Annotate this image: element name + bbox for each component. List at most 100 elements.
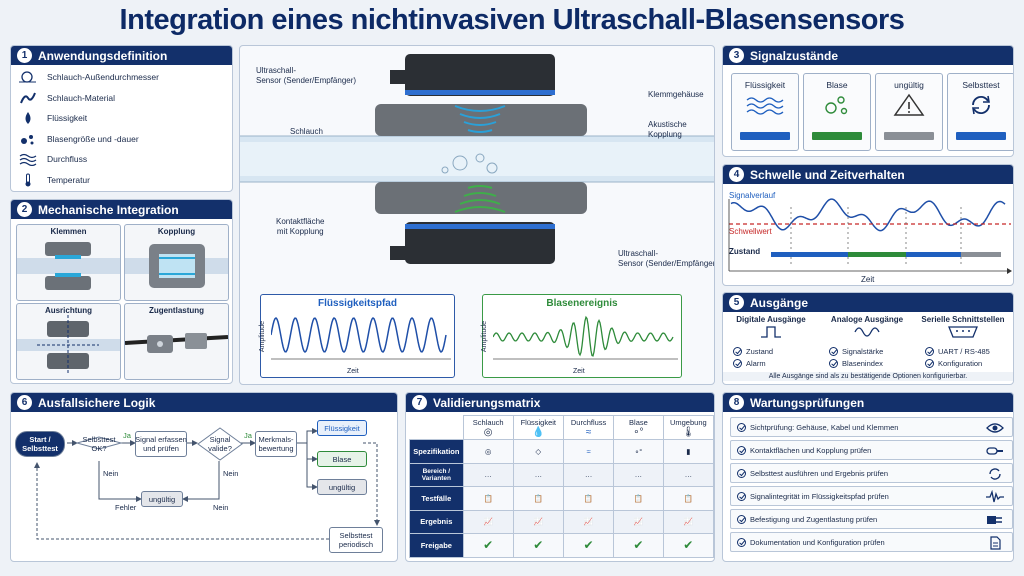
- item-label: Sichtprüfung: Gehäuse, Kabel und Klemmen: [750, 422, 899, 432]
- flow-start: Start / Selbsttest: [15, 431, 65, 457]
- row-header: Freigabe: [409, 533, 464, 558]
- page-title: Integration eines nichtinvasiven Ultrasc…: [119, 4, 905, 36]
- row-header: Ergebnis: [409, 509, 464, 534]
- plot-title: Flüssigkeitspfad: [318, 298, 397, 309]
- flow-selftest-ok: Selbsttest OK?: [82, 435, 116, 453]
- trend-chart-icon: 📈: [613, 509, 664, 534]
- state-card-selftest: Selbsttest: [947, 73, 1013, 151]
- step-number: 8: [729, 395, 744, 410]
- table-cell: …: [662, 462, 714, 487]
- tile-label: Zugentlastung: [148, 306, 205, 315]
- output-title: Digitale Ausgänge: [736, 315, 806, 324]
- thermometer-icon: 🌡: [681, 426, 695, 438]
- checklist-item: Dokumentation und Konfiguration prüfen: [730, 532, 1013, 552]
- tile-strain-relief: Zugentlastung: [124, 303, 229, 380]
- strain-relief-illustration: [124, 333, 229, 353]
- output-item: Blasenindex: [819, 357, 915, 369]
- state-label: Blase: [826, 80, 848, 90]
- droplet-icon: [25, 112, 31, 125]
- table-row: Spezifikation ◎◇≈∘°▮: [409, 439, 714, 464]
- check-icon: [829, 346, 838, 356]
- state-label: Zustand: [729, 247, 761, 256]
- threshold-label: Schwellwert: [729, 227, 772, 236]
- check-icon: [733, 358, 742, 368]
- step-number: 1: [17, 48, 32, 63]
- label-nein: Nein: [223, 469, 239, 478]
- output-item: UART / RS-485: [915, 345, 1011, 357]
- clipboard-icon: 📋: [662, 486, 714, 511]
- panel-title: Ausgänge: [750, 295, 809, 310]
- callout-tube: Schlauch: [290, 127, 323, 136]
- check-circle-icon: ✔: [562, 533, 615, 558]
- panel-title: Wartungsprüfungen: [750, 395, 865, 410]
- refresh-icon: [989, 468, 1001, 480]
- flow-invalid-box: ungültig: [141, 491, 183, 507]
- item-label: Signalintegrität im Flüssigkeitspfad prü…: [750, 491, 889, 501]
- droplet-icon: 💧: [532, 426, 545, 438]
- thermometer-icon: [25, 173, 31, 187]
- clipboard-icon: 📋: [512, 486, 564, 511]
- list-item: Flüssigkeit: [11, 108, 232, 129]
- callout-sensor-top: Ultraschall- Sensor (Sender/Empfänger): [256, 66, 357, 85]
- flow-out-liquid: Flüssigkeit: [317, 420, 367, 436]
- output-item: Konfiguration: [915, 357, 1011, 369]
- checklist-item: Befestigung und Zugentlastung prüfen: [730, 509, 1013, 529]
- tile-alignment: Ausrichtung: [16, 303, 121, 380]
- outputs-note: Alle Ausgänge sind als zu bestätigende O…: [723, 372, 1013, 381]
- item-label: Schlauch-Außendurchmesser: [47, 72, 159, 83]
- output-item: Zustand: [723, 345, 819, 357]
- pulse-icon: [761, 326, 781, 338]
- tile-label: Klemmen: [50, 227, 87, 236]
- check-icon: [925, 346, 934, 356]
- label-ja: Ja: [123, 431, 131, 440]
- output-digital: Digitale Ausgänge Zustand Alarm: [723, 315, 819, 369]
- cell-icon: ▮: [662, 439, 714, 464]
- table-cell: …: [512, 462, 564, 487]
- table-row: Testfälle 📋📋📋📋📋: [409, 486, 714, 511]
- row-header: Bereich / Varianten: [409, 462, 464, 487]
- bubble-event-plot: Blasenereignis Amplitude Zeit: [481, 294, 682, 378]
- check-circle-icon: ✔: [462, 533, 514, 558]
- output-item: Signalstärke: [819, 345, 915, 357]
- label-nein: Nein: [103, 469, 119, 478]
- list-item: Blasengröße und -dauer: [11, 129, 232, 150]
- item-label: Zustand: [746, 346, 774, 356]
- bubbles-icon: ∘°: [633, 426, 644, 438]
- tile-label: Ausrichtung: [44, 306, 93, 315]
- panel-title: Anwendungsdefinition: [38, 48, 168, 63]
- item-label: Selbsttest ausführen und Ergebnis prüfen: [750, 468, 889, 478]
- panel-title: Signalzustände: [750, 48, 839, 63]
- label-nein: Nein: [213, 503, 229, 512]
- label-ja: Ja: [244, 431, 252, 440]
- cell-icon: ◇: [512, 439, 564, 464]
- list-item: Schlauch-Material: [11, 88, 232, 109]
- tile-clamps: Klemmen: [16, 224, 121, 301]
- liquid-path-plot: Flüssigkeitspfad Amplitude Zeit: [259, 294, 455, 378]
- row-header: Spezifikation: [409, 439, 464, 464]
- plot-xlabel: Zeit: [347, 368, 359, 375]
- step-number: 6: [17, 395, 32, 410]
- state-card-invalid: ungültig: [875, 73, 943, 151]
- table-cell: …: [613, 462, 664, 487]
- panel-title: Ausfallsichere Logik: [38, 395, 156, 410]
- item-label: Signalstärke: [842, 346, 884, 356]
- corner-cell: [409, 415, 464, 440]
- panel-header: 6 Ausfallsichere Logik: [11, 393, 397, 412]
- table-header-row: Schlauch◎ Flüssigkeit💧 Durchfluss≈ Blase…: [409, 415, 714, 440]
- item-label: Kontaktflächen und Kopplung prüfen: [750, 445, 872, 455]
- panel-title: Validierungsmatrix: [433, 395, 541, 410]
- flow-out-invalid: ungültig: [317, 479, 367, 495]
- clipboard-icon: 📋: [462, 486, 514, 511]
- flow-connectors: [34, 428, 380, 540]
- state-bar: [740, 132, 790, 140]
- threshold-timing-chart: [728, 198, 1012, 274]
- item-label: UART / RS-485: [938, 346, 990, 356]
